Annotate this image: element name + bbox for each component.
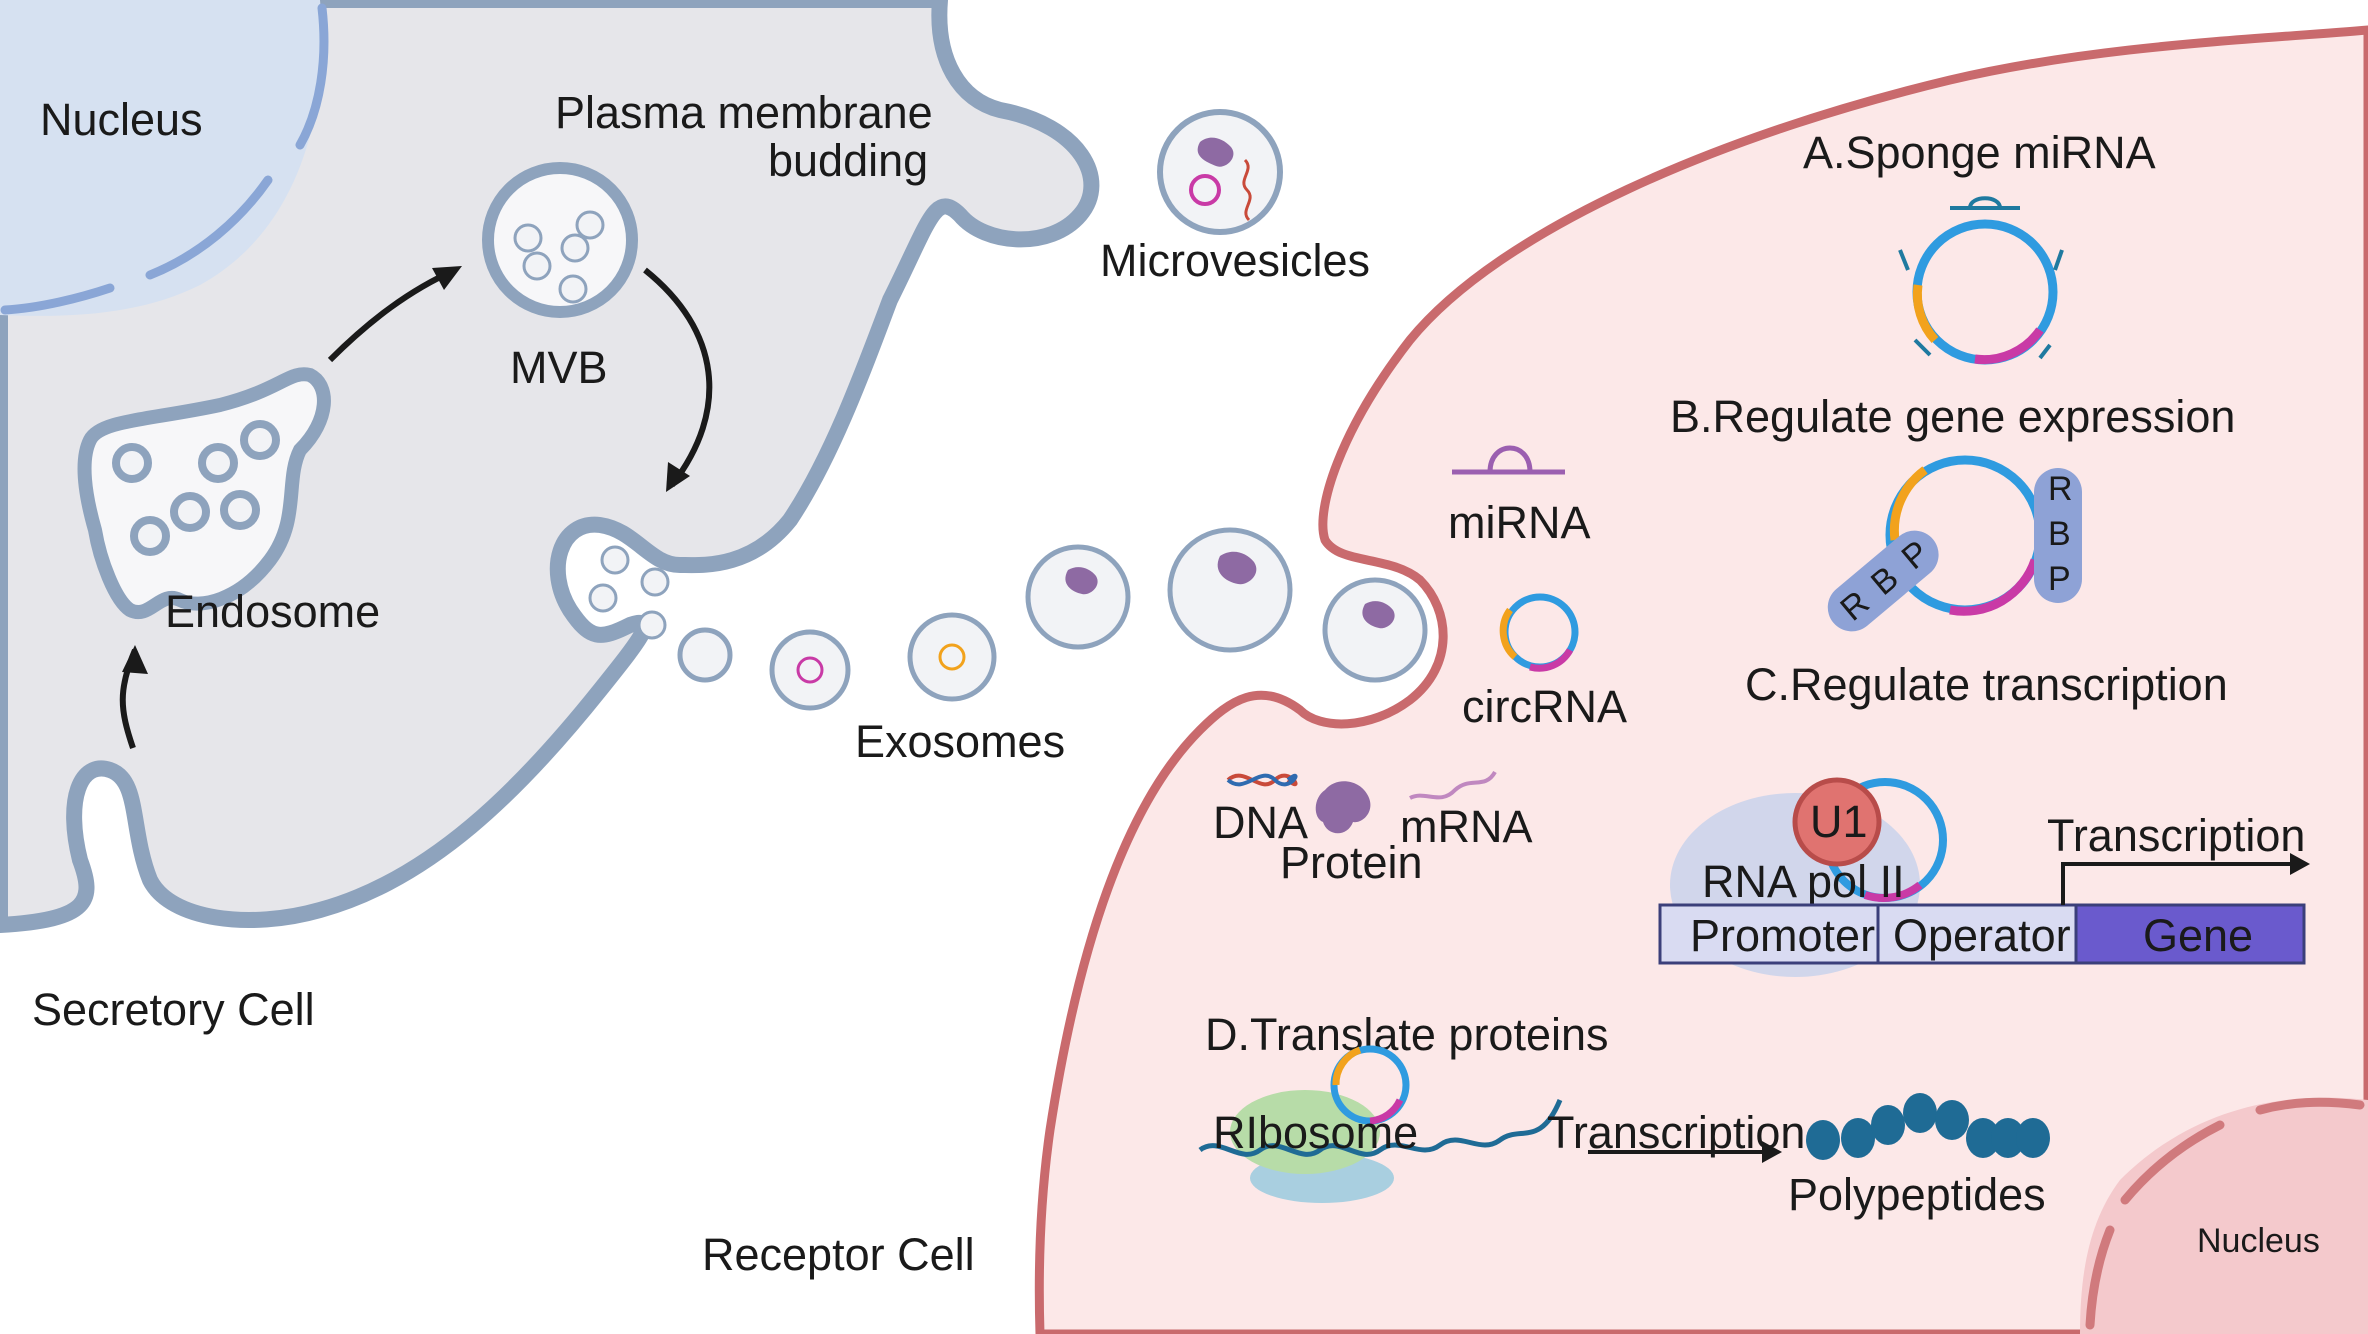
bound-mirna-icons [1898,196,2064,360]
plasma-membrane-label-1: Plasma membrane [555,87,933,138]
polypeptide-chain [1806,1093,2050,1160]
mirna-label: miRNA [1448,497,1591,548]
arrow-heads [122,266,690,674]
mechanism-a-title: A.Sponge miRNA [1803,127,2156,178]
sponge-circrna-icon [1912,219,2058,365]
secretory-nuclear-envelope [0,3,329,315]
polypeptides-label: Polypeptides [1788,1169,2046,1220]
receptor-cell-body [1034,25,2368,1334]
plasma-membrane-label-2: budding [768,135,928,186]
mrna-strand [1198,1099,1563,1157]
secretory-cell: Nucleus Endosome MVB [0,0,1100,1035]
receptor-cell: Nucleus Receptor Cell [702,25,2368,1334]
ribosome-label: RIbosome [1213,1107,1418,1158]
budding-exosomes [588,545,670,640]
exosome-train [677,527,1428,711]
svg-text:R: R [2048,470,2073,508]
transcription-start-arrowhead [2290,853,2310,875]
mechanism-c-title: C.Regulate transcription [1745,659,2228,710]
mrna-label: mRNA [1400,801,1533,852]
circrna-icon [1499,593,1579,672]
endosome-vesicles [112,420,280,556]
receptor-nuclear-envelope [2085,1097,2365,1330]
receptor-nucleus [2080,1097,2368,1334]
exosome-cargo [796,551,1395,684]
microvesicles-label: Microvesicles [1100,235,1370,286]
svg-text:B: B [2048,515,2071,553]
nucleus-left-label: Nucleus [40,94,203,145]
promoter-label: Promoter [1690,910,1875,961]
dna-icon [1226,773,1298,787]
rna-pol-label: RNA pol II [1702,856,1905,907]
mirna-icon [1452,445,1565,475]
gene-label: Gene [2143,910,2253,961]
protein-label: Protein [1280,837,1423,888]
mvb-label: MVB [510,342,608,393]
exosomes-label: Exosomes [855,716,1065,767]
secretory-cell-label: Secretory Cell [32,984,315,1035]
mechanism-d-title: D.Translate proteins [1205,1009,1609,1060]
operator-label: Operator [1893,910,2071,961]
transcription-label-d: Transcription [1547,1107,1805,1158]
transcription-label-c: Transcription [2047,810,2305,861]
gene-track [1658,903,2306,965]
protein-icon [1315,781,1371,834]
secretory-cell-body [0,0,1100,933]
circrna-label: circRNA [1462,681,1627,732]
transcription-start-arrow [2061,862,2295,905]
u1-snrnp-icon [1792,777,1882,867]
endosome-label: Endosome [165,586,380,637]
mvb [482,162,638,318]
translation-circrna-icon [1330,1045,1410,1125]
receptor-cell-label: Receptor Cell [702,1229,975,1280]
microvesicle [1157,109,1283,235]
translation-arrowhead [1762,1141,1782,1163]
rbp-diagonal: R B P [1827,530,1939,632]
dna-label: DNA [1213,797,1308,848]
u1-label: U1 [1810,796,1868,847]
mechanism-b-title: B.Regulate gene expression [1670,391,2235,442]
nucleus-right-label: Nucleus [2197,1222,2320,1260]
rbp-vertical: R B P [2034,468,2082,603]
mrna-icon [1409,770,1497,800]
svg-text:P: P [2048,560,2071,598]
secretory-nucleus [0,0,322,316]
